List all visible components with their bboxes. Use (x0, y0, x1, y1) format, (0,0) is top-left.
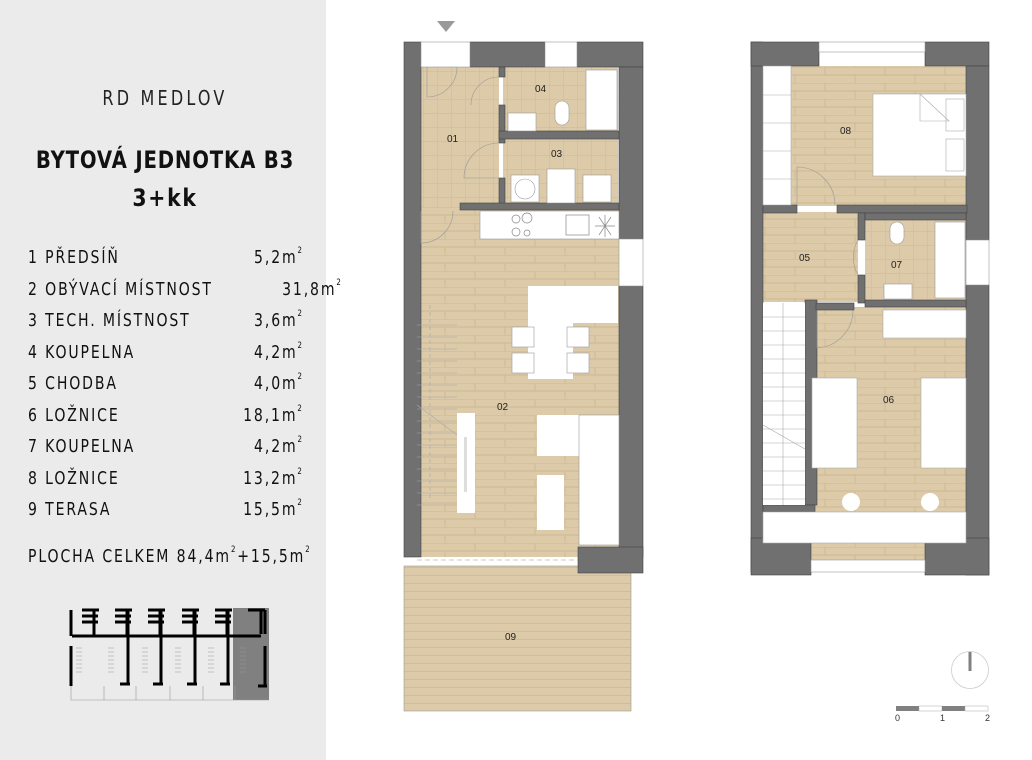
scale-tick-1: 1 (940, 713, 946, 723)
double-bed (872, 93, 967, 177)
stool-right (921, 493, 939, 511)
wall-north-mid (469, 41, 546, 68)
window-east (618, 238, 644, 287)
wall-south-east (577, 546, 644, 574)
room-label-03: 03 (551, 149, 563, 160)
bathtub-upper (934, 221, 966, 299)
washbasin-upper (883, 283, 913, 300)
upper-floor-plan: 08 05 07 06 (750, 41, 990, 576)
washing-machine (510, 174, 540, 203)
tech-unit (582, 174, 612, 203)
armchair (537, 415, 579, 456)
sofa (578, 414, 620, 546)
scale-bar (896, 705, 989, 712)
wall-north-east (576, 41, 644, 68)
bed-left (811, 377, 858, 469)
room-label-08: 08 (840, 126, 852, 137)
dining-counter (528, 286, 618, 323)
room-label-09: 09 (505, 632, 517, 643)
stool-left (842, 493, 860, 511)
staircase-upper (763, 303, 805, 505)
room-label-05: 05 (799, 253, 811, 264)
wall-west (403, 41, 422, 558)
scale-tick-0: 0 (895, 713, 901, 723)
wall-east-upper (618, 66, 644, 240)
toilet (554, 100, 570, 126)
washbasin (507, 112, 537, 132)
room-label-07: 07 (891, 260, 903, 271)
unit-type: 3+kk (132, 184, 198, 212)
scale-tick-2: 2 (985, 713, 991, 723)
total-area: PLOCHA CELKEM 84,4m2+15,5m2 (28, 545, 312, 567)
wall-west (750, 41, 764, 573)
wall-east-lower (618, 285, 644, 558)
wardrobe-06 (882, 309, 967, 339)
room-label-01: 01 (447, 134, 459, 145)
ground-floor-plan: 01 04 03 02 09 (403, 21, 644, 712)
key-plan-diagram (69, 608, 269, 701)
entrance-arrow-icon (437, 21, 455, 32)
project-name: RD MEDLOV (102, 86, 228, 110)
kitchen-counter (479, 210, 620, 240)
dining-table (528, 323, 573, 379)
coffee-table (537, 475, 564, 530)
info-panel: RD MEDLOV BYTOVÁ JEDNOTKA B3 3+kk 1 PŘED… (0, 0, 343, 760)
room-label-06: 06 (883, 395, 895, 406)
room-label-02: 02 (497, 402, 509, 413)
room-05-floor (763, 212, 858, 302)
desk (762, 511, 967, 544)
room-01-floor (417, 67, 499, 207)
room-09-terrace (403, 565, 632, 712)
bed-right (920, 377, 967, 469)
toilet-upper (889, 221, 905, 245)
unit-title: BYTOVÁ JEDNOTKA B3 (35, 146, 295, 174)
window-bath (544, 41, 578, 68)
wardrobe-08 (762, 65, 792, 206)
staircase (416, 305, 458, 506)
window-entrance (420, 41, 471, 68)
bathtub (585, 69, 618, 131)
boiler (546, 168, 576, 204)
room-label-04: 04 (535, 84, 547, 95)
north-arrow-icon (951, 651, 989, 689)
